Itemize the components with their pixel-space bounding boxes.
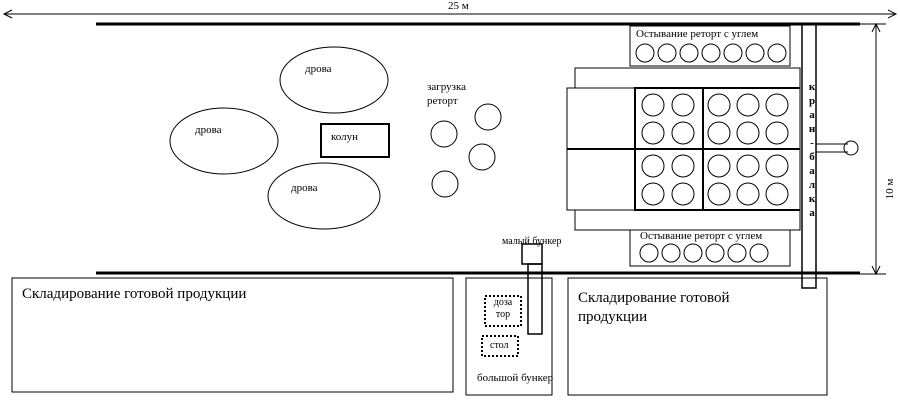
small-bunker bbox=[521, 243, 543, 335]
storage-right-box bbox=[567, 277, 828, 396]
storage-left-label: Складирование готовой продукции bbox=[22, 286, 247, 302]
dosing-box bbox=[484, 295, 522, 327]
table-label: стол bbox=[490, 340, 509, 351]
big-bunker-box bbox=[465, 277, 553, 396]
crane-beam bbox=[801, 23, 859, 289]
firewood-label-1: дрова bbox=[305, 63, 332, 75]
kiln-block bbox=[566, 67, 801, 231]
table-box bbox=[481, 335, 519, 357]
crane-label: к р а н - б а л к а bbox=[808, 81, 816, 219]
big-bunker-label: большой бункер bbox=[477, 372, 554, 384]
storage-right-label: Складирование готовой продукции bbox=[578, 290, 730, 325]
firewood-pile-bottom bbox=[267, 162, 381, 230]
cooling-area-bottom bbox=[629, 229, 791, 267]
cooling-bottom-label: Остывание реторт с углем bbox=[640, 230, 763, 242]
loading-retorts bbox=[430, 103, 502, 198]
firewood-pile-top bbox=[279, 46, 389, 114]
small-bunker-label: малый бункер bbox=[502, 236, 562, 247]
splitter-box bbox=[320, 123, 390, 158]
dosing-label: доза тор bbox=[493, 297, 513, 320]
length-dimension bbox=[2, 9, 898, 19]
width-dimension bbox=[858, 22, 886, 276]
kiln-retorts bbox=[641, 93, 789, 206]
storage-left-box bbox=[11, 277, 454, 393]
splitter-label: колун bbox=[331, 131, 359, 143]
firewood-pile-left bbox=[169, 107, 279, 175]
length-label: 25 м bbox=[448, 0, 469, 12]
width-label: 10 м bbox=[884, 178, 896, 200]
firewood-label-2: дрова bbox=[195, 124, 222, 136]
cooling-top-label: Остывание реторт с углем bbox=[636, 28, 759, 40]
retort-loading-label: загрузка реторт bbox=[427, 81, 466, 107]
firewood-label-3: дрова bbox=[291, 182, 318, 194]
cooling-area-top bbox=[629, 25, 791, 67]
